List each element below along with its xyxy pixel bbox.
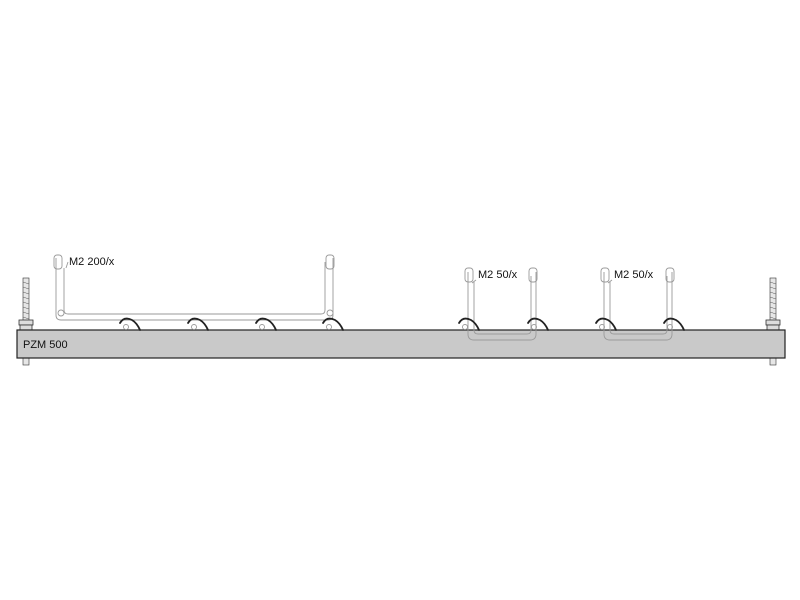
fastening-clip-icon xyxy=(187,317,209,331)
fastening-clip-icon xyxy=(595,317,617,331)
beam-label: PZM 500 xyxy=(23,339,68,351)
tray-label-1: M2 200/x xyxy=(69,256,115,268)
tray-label-2: M2 50/x xyxy=(478,269,518,281)
wire-tray-small-1: M2 50/x xyxy=(458,267,549,341)
tray-label-3: M2 50/x xyxy=(614,269,654,281)
threaded-rod-left xyxy=(18,277,34,366)
wire-tray-small-2: M2 50/x xyxy=(595,267,685,341)
support-beam xyxy=(16,329,786,359)
fastening-clip-icon xyxy=(663,317,685,331)
fastening-clip-icon xyxy=(322,317,344,331)
fastening-clip-icon xyxy=(527,317,549,331)
fastening-clip-icon xyxy=(119,317,141,331)
fastening-clip-icon xyxy=(458,317,480,331)
fastening-clip-icon xyxy=(255,317,277,331)
wire-tray-large: M2 200/x xyxy=(53,254,344,331)
